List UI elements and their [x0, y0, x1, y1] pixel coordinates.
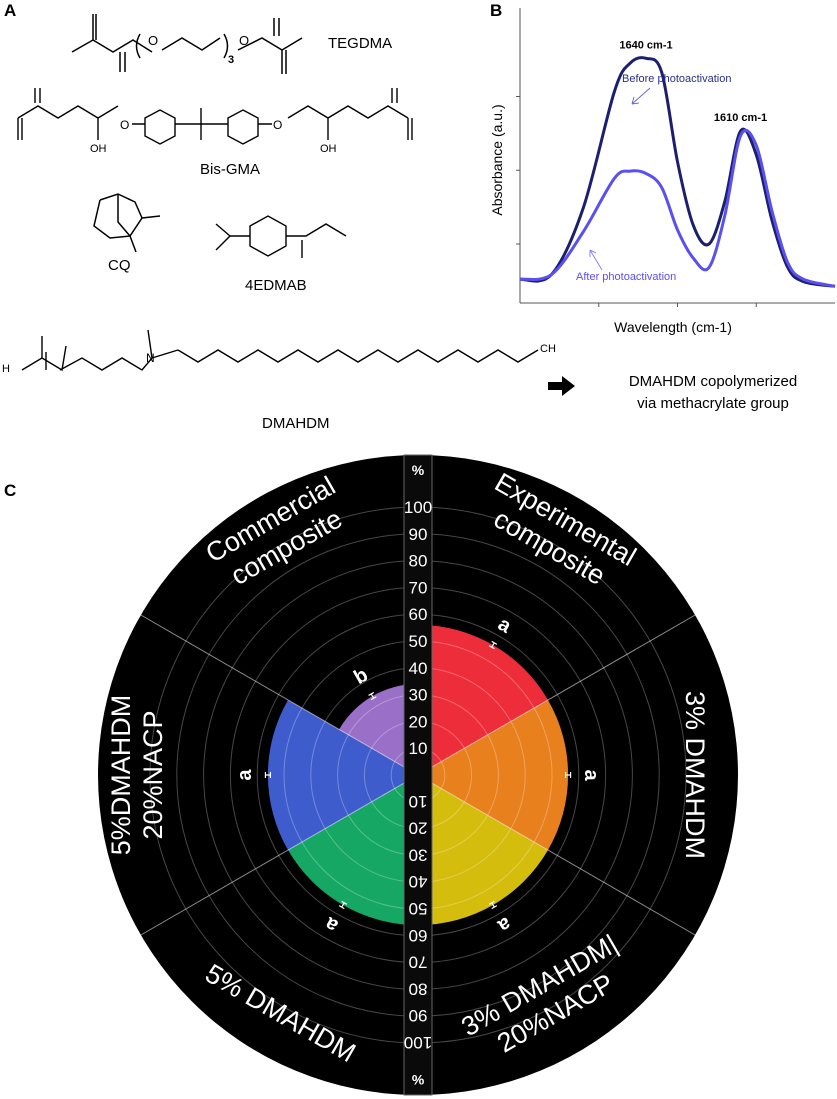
- label-dmahdm: DMAHDM: [262, 415, 330, 432]
- peak-label: 1640 cm-1: [619, 39, 672, 51]
- polar-tick-label: 60: [409, 926, 428, 945]
- polar-unit-label: %: [412, 462, 425, 478]
- polar-tick-label: 90: [409, 525, 428, 544]
- category-label: 5%DMAHDM20%NACP: [106, 695, 168, 856]
- arrow-right-icon: [548, 376, 575, 396]
- polar-tick-label: 10: [409, 792, 428, 811]
- panel-label-a: A: [4, 1, 16, 20]
- structure-dmahdm: N CH H: [2, 329, 556, 375]
- polar-divider: [417, 774, 696, 936]
- arrow-after-icon: [589, 249, 603, 271]
- n-label: N: [146, 351, 155, 365]
- polar-tick-label: 20: [409, 712, 428, 731]
- polar-sector: [418, 775, 548, 926]
- polar-tick-label: 40: [409, 872, 428, 891]
- structure-tegdma: O O 3: [71, 14, 303, 74]
- o-label: O: [148, 33, 158, 48]
- label-cq: CQ: [108, 257, 131, 274]
- polar-tick-label: 30: [409, 686, 428, 705]
- error-bar: [564, 772, 572, 778]
- label-bisgma: Bis-GMA: [200, 161, 260, 178]
- polar-tick-label: 30: [409, 845, 428, 864]
- error-bar: [338, 900, 348, 910]
- oh-label: OH: [320, 143, 337, 155]
- polar-tick-label: 40: [409, 659, 428, 678]
- ftir-x-axis-label: Wavelength (cm-1): [614, 319, 732, 335]
- peak-label: 1610 cm-1: [714, 112, 767, 124]
- ftir-plot: 1640 cm-1 1610 cm-1 Before photoactivation…: [516, 8, 836, 307]
- repeat-count: 3: [228, 54, 234, 66]
- reaction-line-2: via methacrylate group: [637, 395, 789, 412]
- significance-letter: a: [580, 769, 602, 781]
- polar-tick-label: 50: [409, 899, 428, 918]
- error-bar: [488, 900, 498, 910]
- series-label-after: After photoactivation: [576, 271, 676, 283]
- polar-sector: [418, 624, 548, 775]
- oh-label: OH: [90, 143, 107, 155]
- structure-cq: [93, 193, 161, 253]
- polar-tick-label: 60: [409, 605, 428, 624]
- polar-tick-label: 80: [409, 979, 428, 998]
- ftir-series-after: [519, 128, 836, 288]
- o-label: O: [239, 33, 249, 48]
- error-bar: [488, 640, 498, 650]
- ftir-y-axis-label: Absorbance (a.u.): [489, 104, 505, 215]
- o-label: O: [120, 118, 129, 132]
- polar-tick-label: 70: [409, 953, 428, 972]
- polar-sector: [339, 683, 418, 775]
- polar-divider: [140, 774, 419, 936]
- label-4edmab: 4EDMAB: [245, 277, 307, 294]
- polar-tick-label: 90: [409, 1006, 428, 1025]
- panel-label-c: C: [4, 481, 16, 500]
- polar-divider: [417, 614, 696, 776]
- polar-tick-label: 80: [409, 552, 428, 571]
- polar-divider: [140, 614, 419, 776]
- o-label: O: [273, 118, 282, 132]
- category-label: 3% DMAHDM: [680, 691, 710, 859]
- polar-chart: 10 10 20 20 30 30 40 40 50 50 60 60 70 70 80 80 90 90 100 1…: [98, 454, 738, 1096]
- series-label-before: Before photoactivation: [622, 73, 731, 85]
- reaction-line-1: DMAHDM copolymerized: [629, 373, 797, 390]
- polar-unit-label: %: [411, 1072, 424, 1088]
- error-bar: [368, 691, 377, 701]
- polar-tick-label: 100: [404, 1033, 432, 1052]
- polar-sector: [267, 699, 418, 851]
- polar-sector: [288, 775, 418, 926]
- label-tegdma: TEGDMA: [328, 35, 392, 52]
- arrow-before-icon: [631, 87, 651, 105]
- h2c-label: H: [2, 363, 10, 375]
- polar-tick-label: 10: [409, 739, 428, 758]
- significance-letter: a: [234, 769, 256, 781]
- structure-bisgma: OH OH O O: [17, 88, 413, 155]
- ch3-label: CH: [540, 343, 556, 355]
- polar-scale-band: [403, 454, 433, 1096]
- ftir-series-before: [519, 56, 836, 288]
- polar-tick-label: 50: [409, 632, 428, 651]
- polar-tick-label: 20: [409, 819, 428, 838]
- error-bar: [264, 772, 272, 778]
- polar-tick-label: 70: [409, 578, 428, 597]
- polar-tick-label: 100: [404, 498, 432, 517]
- panel-label-b: B: [490, 1, 502, 20]
- polar-sector: [418, 699, 569, 851]
- structure-4edmab: [215, 215, 347, 258]
